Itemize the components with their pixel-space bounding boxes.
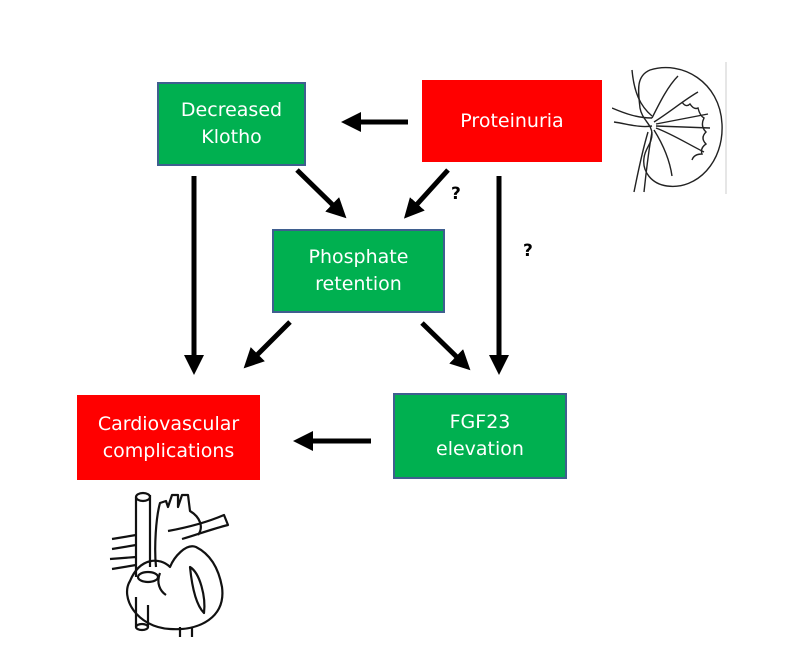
kidney-icon bbox=[612, 62, 727, 194]
arrow-proteinuria-to-phosphate bbox=[403, 168, 450, 219]
question-mark-label: ? bbox=[451, 184, 461, 204]
node-label: Phosphate bbox=[308, 246, 409, 268]
node-label: FGF23 bbox=[449, 411, 511, 433]
node-label: complications bbox=[102, 439, 235, 462]
arrow-klotho-to-phosphate bbox=[295, 168, 347, 219]
arrow-phosphate-to-fgf23 bbox=[420, 321, 471, 371]
node-label: Cardiovascular bbox=[97, 412, 240, 435]
node-label: Decreased bbox=[180, 99, 283, 121]
question-mark-label: ? bbox=[523, 241, 533, 261]
node-decreased-klotho: Decreased Klotho bbox=[157, 82, 306, 166]
node-phosphate-retention: Phosphate retention bbox=[272, 229, 445, 313]
node-cardiovascular-complications: Cardiovascular complications bbox=[77, 395, 260, 480]
node-label: elevation bbox=[436, 438, 524, 460]
node-proteinuria: Proteinuria bbox=[422, 80, 602, 162]
arrow-phosphate-to-cardio bbox=[243, 320, 292, 369]
heart-icon bbox=[109, 491, 230, 637]
node-label: Klotho bbox=[201, 126, 262, 148]
node-label: Proteinuria bbox=[460, 109, 564, 132]
node-fgf23-elevation: FGF23 elevation bbox=[393, 393, 567, 479]
node-label: retention bbox=[315, 273, 402, 295]
